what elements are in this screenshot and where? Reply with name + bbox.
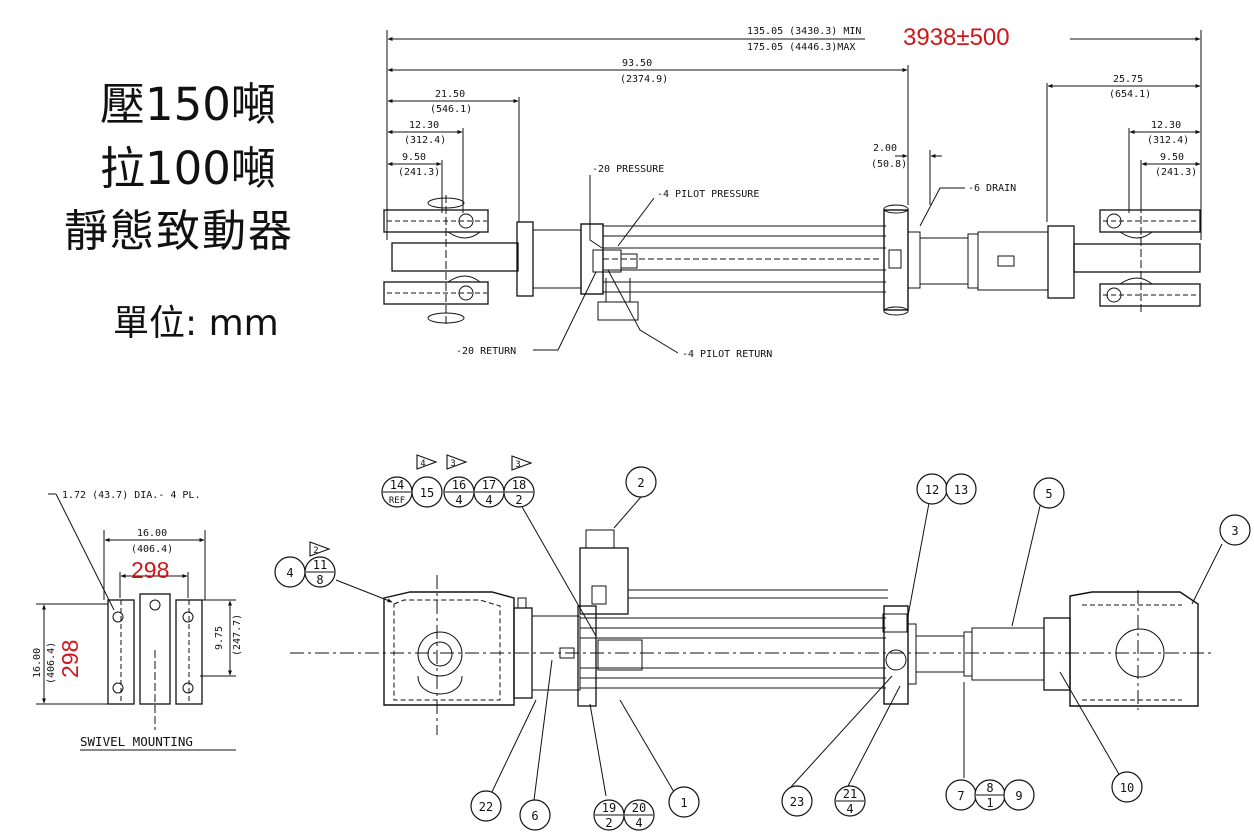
dim-21-50-mm: (546.1)	[430, 104, 472, 115]
dim-93-50-mm: (2374.9)	[620, 74, 668, 85]
dim-9-50-right-mm: (241.3)	[1155, 167, 1197, 178]
callout-pressure: -20 PRESSURE	[592, 164, 664, 175]
overall-length-red-note: 3938±500	[903, 24, 1010, 51]
balloon-16: 16	[452, 478, 466, 492]
swivel-width-mm: (406.4)	[131, 544, 173, 555]
balloon-12: 12	[925, 483, 939, 497]
capacity-compression: 壓150噸	[100, 78, 276, 131]
balloon-19: 19	[602, 801, 616, 815]
swivel-caption: SWIVEL MOUNTING	[80, 734, 193, 749]
dim-9-50-left: 9.50	[402, 152, 426, 163]
dim-2-00-mm: (50.8)	[871, 159, 907, 170]
swivel-width: 16.00	[137, 528, 167, 539]
callout-drain: -6 DRAIN	[968, 183, 1016, 194]
balloon-17: 17	[482, 478, 496, 492]
drawing-title: 靜態致動器	[64, 206, 294, 257]
balloon-13: 13	[954, 483, 968, 497]
balloon-9: 9	[1015, 789, 1022, 803]
hole-note: 1.72 (43.7) DIA.- 4 PL.	[62, 490, 200, 501]
flag-2: 2	[313, 546, 318, 556]
swivel-small-dim: 9.75	[214, 626, 225, 650]
balloon-20-qty: 4	[635, 816, 642, 830]
balloon-2: 2	[637, 476, 644, 490]
balloon-21: 21	[843, 787, 857, 801]
balloon-14-ref: REF	[389, 496, 405, 506]
balloon-5: 5	[1045, 487, 1052, 501]
balloon-6: 6	[531, 809, 538, 823]
balloon-10: 10	[1120, 781, 1134, 795]
balloon-20: 20	[632, 801, 646, 815]
flag-3b: 3	[515, 460, 520, 470]
dim-21-50: 21.50	[435, 89, 465, 100]
swivel-width-red-note: 298	[131, 557, 169, 583]
balloon-14: 14	[390, 478, 404, 492]
balloon-21-qty: 4	[846, 802, 853, 816]
balloon-16-qty: 4	[455, 493, 462, 507]
balloon-17-qty: 4	[485, 493, 492, 507]
capacity-tension: 拉100噸	[100, 142, 276, 195]
overall-length-max: 175.05 (4446.3)MAX	[747, 42, 855, 53]
balloon-18-qty: 2	[515, 493, 522, 507]
balloon-18: 18	[512, 478, 526, 492]
flag-4: 4	[420, 459, 425, 469]
swivel-small-dim-mm: (247.7)	[232, 614, 243, 656]
balloon-23: 23	[790, 795, 804, 809]
callout-pilot-return: -4 PILOT RETURN	[682, 349, 772, 360]
swivel-height: 16.00	[32, 648, 43, 678]
balloon-22: 22	[479, 800, 493, 814]
balloon-8: 8	[986, 781, 993, 795]
top-view	[36, 30, 1223, 801]
balloon-3: 3	[1231, 524, 1238, 538]
dim-12-30-left-mm: (312.4)	[404, 135, 446, 146]
callout-pilot-pressure: -4 PILOT PRESSURE	[657, 189, 759, 200]
balloon-11-qty: 8	[316, 573, 323, 587]
swivel-height-red-note: 298	[57, 640, 83, 678]
units-note: 單位: mm	[113, 303, 279, 344]
balloon-19-qty: 2	[605, 816, 612, 830]
dim-9-50-right: 9.50	[1160, 152, 1184, 163]
balloon-8-qty: 1	[986, 796, 993, 810]
overall-length-min: 135.05 (3430.3) MIN	[747, 26, 861, 37]
dim-93-50: 93.50	[622, 58, 652, 69]
dim-12-30-left: 12.30	[409, 120, 439, 131]
dim-12-30-right-mm: (312.4)	[1147, 135, 1189, 146]
balloon-15: 15	[420, 486, 434, 500]
dim-9-50-left-mm: (241.3)	[398, 167, 440, 178]
swivel-height-mm: (406.4)	[46, 642, 57, 684]
dim-25-75: 25.75	[1113, 74, 1143, 85]
balloon-11: 11	[313, 558, 327, 572]
dim-25-75-mm: (654.1)	[1109, 89, 1151, 100]
callout-return: -20 RETURN	[456, 346, 516, 357]
balloon-7: 7	[957, 789, 964, 803]
dim-2-00: 2.00	[873, 143, 897, 154]
balloon-1: 1	[680, 796, 687, 810]
balloon-4: 4	[286, 566, 293, 580]
dim-12-30-right: 12.30	[1151, 120, 1181, 131]
flag-3a: 3	[450, 459, 455, 469]
